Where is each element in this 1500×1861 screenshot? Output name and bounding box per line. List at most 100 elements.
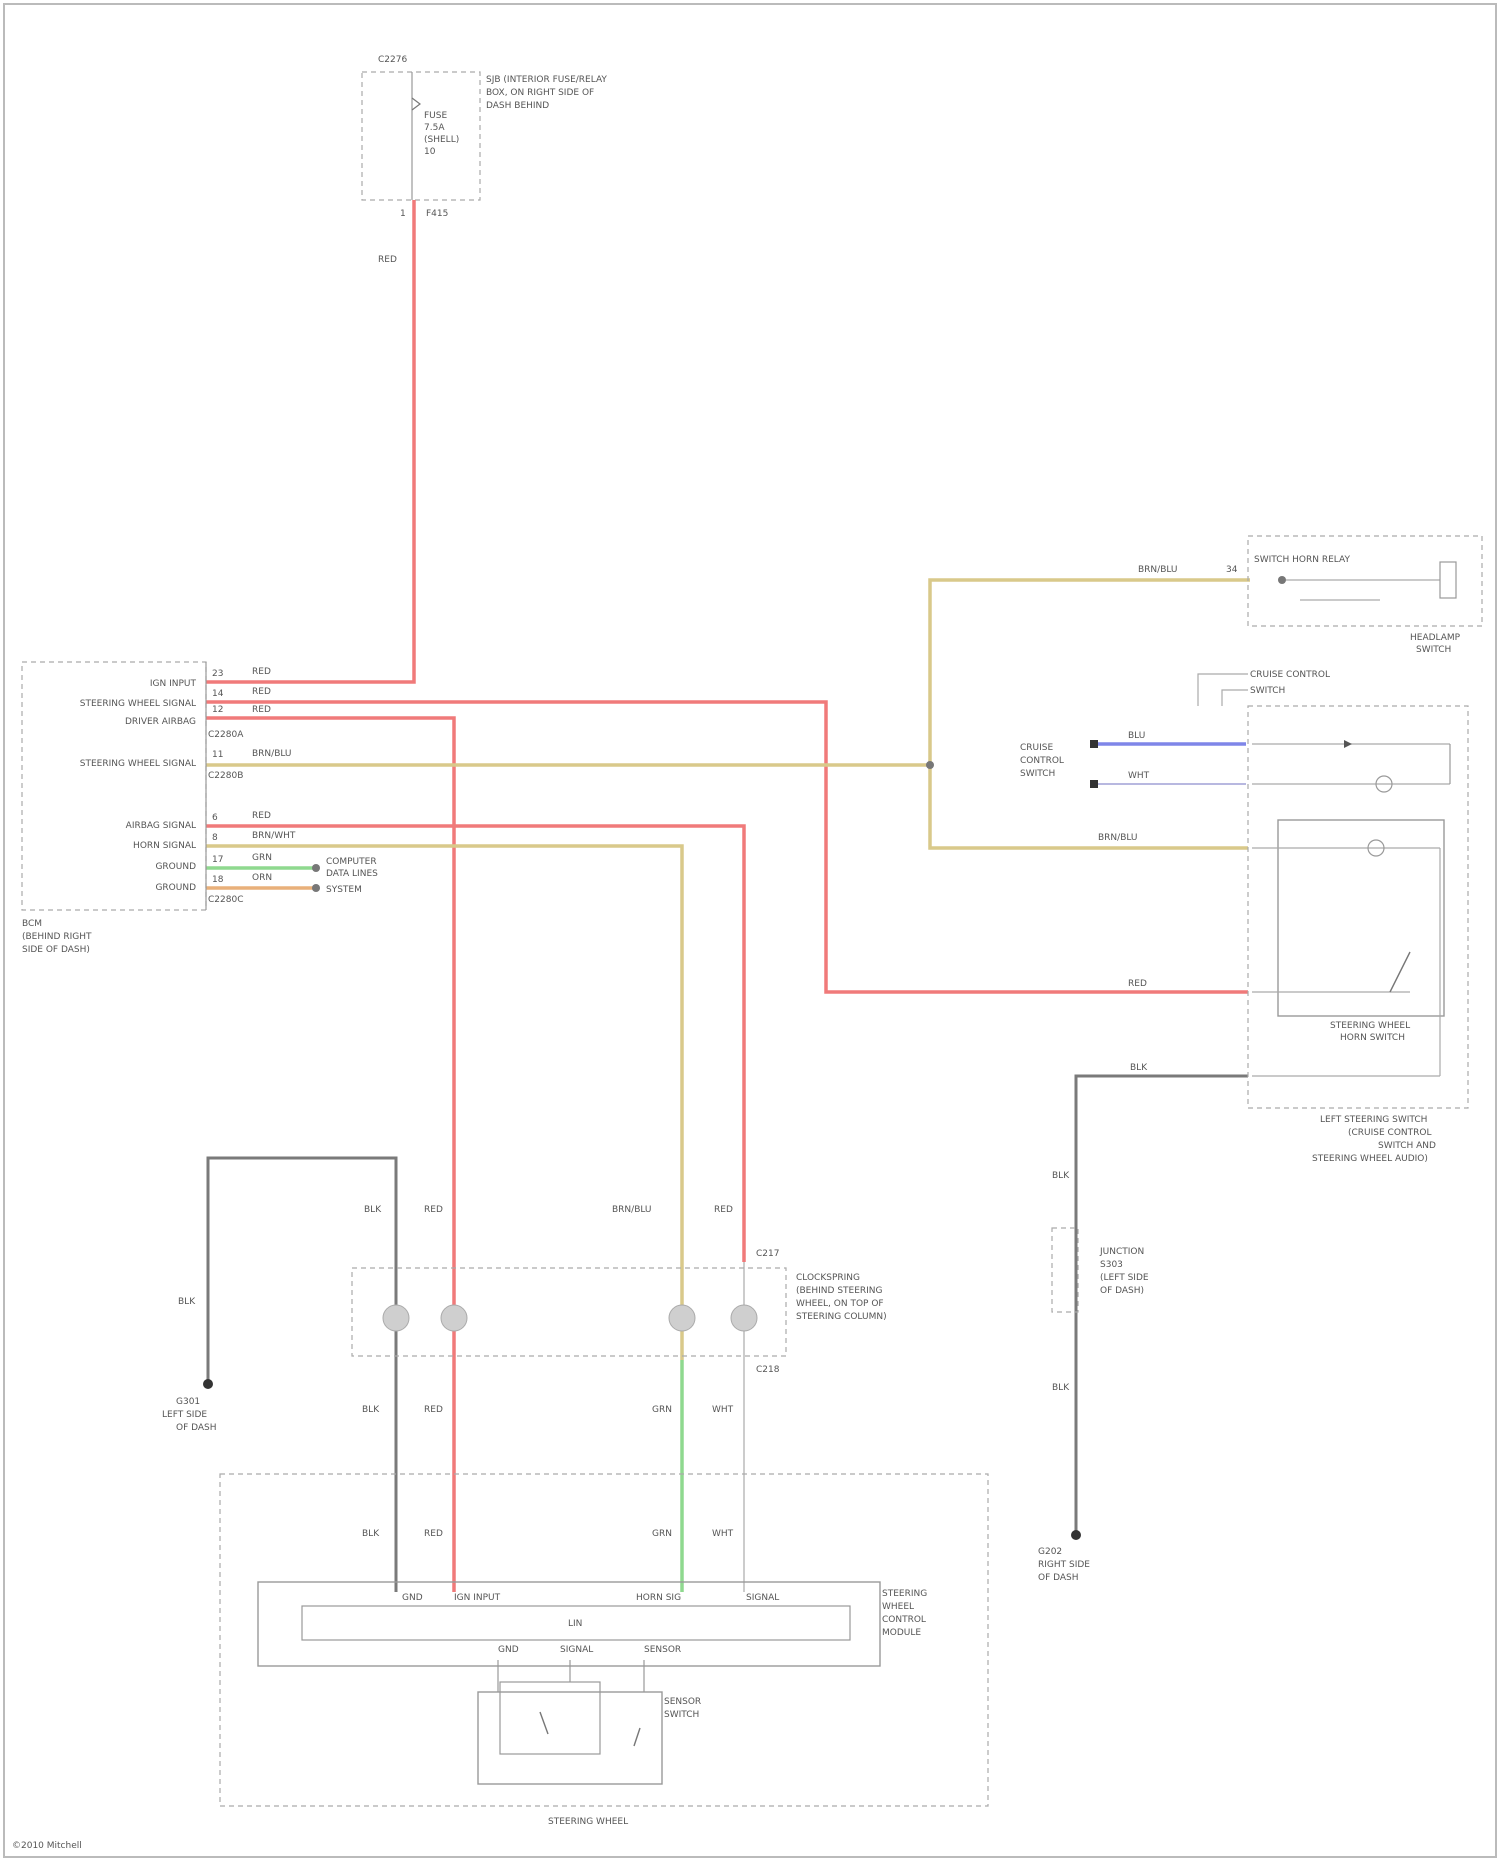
ground-left-label-2: LEFT SIDE xyxy=(162,1410,207,1420)
bcm-row-2-wire: RED xyxy=(252,705,271,715)
sensor-switch-contact-2-icon xyxy=(634,1728,640,1746)
clockspring-top-wire-1: BLK xyxy=(364,1205,382,1215)
bcm-name-2: (BEHIND RIGHT xyxy=(22,932,92,942)
horn-relay-wire: BRN/BLU xyxy=(1138,565,1178,575)
steering-module-pin-1: GND xyxy=(402,1593,423,1603)
clockspring-bottom-wire-4: WHT xyxy=(712,1405,734,1415)
clockspring-bottom-wire-1: BLK xyxy=(362,1405,380,1415)
clockspring-pin-bottom: C218 xyxy=(756,1365,780,1375)
horn-relay-label: SWITCH HORN RELAY xyxy=(1254,555,1350,565)
steering-module: BLK RED GRN WHT GND IGN INPUT HORN SIG S… xyxy=(220,1474,988,1827)
ground-left-icon xyxy=(203,1379,213,1389)
fuse-label-2: 7.5A xyxy=(424,123,445,133)
steering-top-label-2: SWITCH xyxy=(1250,686,1285,696)
bcm-name-1: BCM xyxy=(22,919,42,929)
module-left: IGN INPUT STEERING WHEEL SIGNAL DRIVER A… xyxy=(22,662,378,955)
steering-module-center: LIN xyxy=(568,1619,582,1629)
wire-tan-bcm-relay xyxy=(206,580,1250,765)
cruise-connector-2 xyxy=(1090,780,1098,788)
wires xyxy=(206,200,1250,1592)
clockspring-bottom-wire-3: GRN xyxy=(652,1405,672,1415)
bcm-row-3-pin: 11 xyxy=(212,750,223,760)
ground-left-label-1: G301 xyxy=(176,1397,200,1407)
horn-relay-caption-1: HEADLAMP xyxy=(1410,633,1461,643)
footer-text: ©2010 Mitchell xyxy=(12,1841,82,1851)
steering-module-label-2: WHEEL xyxy=(882,1602,914,1612)
fuse-label-3: (SHELL) xyxy=(424,135,459,145)
bcm-row-6-wire: GRN xyxy=(252,853,272,863)
bcm-row-2-pin: 12 xyxy=(212,705,223,715)
splice-wire-top: BLK xyxy=(1052,1171,1070,1181)
steering-module-wire-2: RED xyxy=(424,1529,443,1539)
wire-red-bcm-clockspring xyxy=(206,718,454,1592)
clockspring-label-4: STEERING COLUMN) xyxy=(796,1312,887,1322)
clockspring-label-1: CLOCKSPRING xyxy=(796,1273,860,1283)
clockspring-coil-4-icon xyxy=(731,1305,757,1331)
horn-relay-coil-icon xyxy=(1440,562,1456,598)
fuse-wire-label: RED xyxy=(378,255,397,265)
fuse-box-desc-3: DASH BEHIND xyxy=(486,101,549,111)
fuse-box-outline xyxy=(362,72,480,200)
steering-wire-gnd: BLK xyxy=(1130,1063,1148,1073)
fuse-box-id: C2276 xyxy=(378,55,407,65)
data-lines-label-3: SYSTEM xyxy=(326,885,362,895)
steering-top-label-1: CRUISE CONTROL xyxy=(1250,670,1330,680)
data-lines-label-1: COMPUTER xyxy=(326,857,377,867)
steering-module-label-4: MODULE xyxy=(882,1628,921,1638)
ground-right-label-1: G202 xyxy=(1038,1547,1062,1557)
clockspring-coil-1-icon xyxy=(383,1305,409,1331)
horn-relay-contact-icon xyxy=(1278,576,1286,584)
fuse-symbol-icon xyxy=(412,98,420,110)
fuse-pin-id: F415 xyxy=(426,209,448,219)
clockspring-top-wire-3: BRN/BLU xyxy=(612,1205,652,1215)
clockspring-top-wire-4: RED xyxy=(714,1205,733,1215)
sensor-switch-box xyxy=(478,1692,662,1784)
bcm-name-3: SIDE OF DASH) xyxy=(22,945,90,955)
horn-switch-inner xyxy=(1278,820,1444,1016)
clockspring-label-3: WHEEL, ON TOP OF xyxy=(796,1299,884,1309)
bcm-row-2-label: DRIVER AIRBAG xyxy=(125,717,196,727)
bcm-row-0-label: IGN INPUT xyxy=(150,679,197,689)
steering-module-mid-3: SENSOR xyxy=(644,1645,681,1655)
clockspring-bottom-wire-2: RED xyxy=(424,1405,443,1415)
cruise-connector-1 xyxy=(1090,740,1098,748)
fuse-pin: 1 xyxy=(400,209,406,219)
bcm-connector-b: C2280B xyxy=(208,771,243,781)
steering-wire-tan: BRN/BLU xyxy=(1098,833,1138,843)
sensor-label-2: SWITCH xyxy=(664,1710,699,1720)
splice-label-4: OF DASH) xyxy=(1100,1286,1144,1296)
horn-relay-caption-2: SWITCH xyxy=(1416,645,1451,655)
horn-switch-contact-icon xyxy=(1390,952,1410,992)
bcm-row-7-pin: 18 xyxy=(212,875,224,885)
ground-left-label-3: OF DASH xyxy=(176,1423,217,1433)
steering-module-wire-3: GRN xyxy=(652,1529,672,1539)
horn-switch-caption-2: HORN SWITCH xyxy=(1340,1033,1405,1043)
splice: BLK BLK JUNCTION S303 (LEFT SIDE OF DASH… xyxy=(1038,1171,1149,1583)
fuse-label-4: 10 xyxy=(424,147,436,157)
steering-module-mid-1: GND xyxy=(498,1645,519,1655)
bcm-row-6-pin: 17 xyxy=(212,855,223,865)
wire-red-airbag xyxy=(206,826,744,1262)
cruise-label-2: CONTROL xyxy=(1020,756,1064,766)
bcm-row-1-label: STEERING WHEEL SIGNAL xyxy=(80,699,196,709)
bcm-row-0-pin: 23 xyxy=(212,669,223,679)
bcm-connector-c: C2280C xyxy=(208,895,243,905)
wire-gray-ground-left xyxy=(208,1158,396,1592)
fuse-box-desc-1: SJB (INTERIOR FUSE/RELAY xyxy=(486,75,607,85)
steering-module-label-3: CONTROL xyxy=(882,1615,926,1625)
bcm-row-4-pin: 6 xyxy=(212,813,218,823)
splice-label-3: (LEFT SIDE xyxy=(1100,1273,1149,1283)
steering-wire-red: RED xyxy=(1128,979,1147,989)
steering-caption-4: STEERING WHEEL AUDIO) xyxy=(1312,1154,1428,1164)
steering-caption-2: (CRUISE CONTROL xyxy=(1348,1128,1432,1138)
ground-right-icon xyxy=(1071,1530,1081,1540)
splice-label-1: JUNCTION xyxy=(1099,1247,1144,1257)
clockspring-pin-top: C217 xyxy=(756,1249,779,1259)
horn-switch-caption-1: STEERING WHEEL xyxy=(1330,1021,1410,1031)
bcm-row-5-wire: BRN/WHT xyxy=(252,831,296,841)
bcm-row-0-wire: RED xyxy=(252,667,271,677)
steering-module-mid-2: SIGNAL xyxy=(560,1645,593,1655)
bcm-row-3-label: STEERING WHEEL SIGNAL xyxy=(80,759,196,769)
